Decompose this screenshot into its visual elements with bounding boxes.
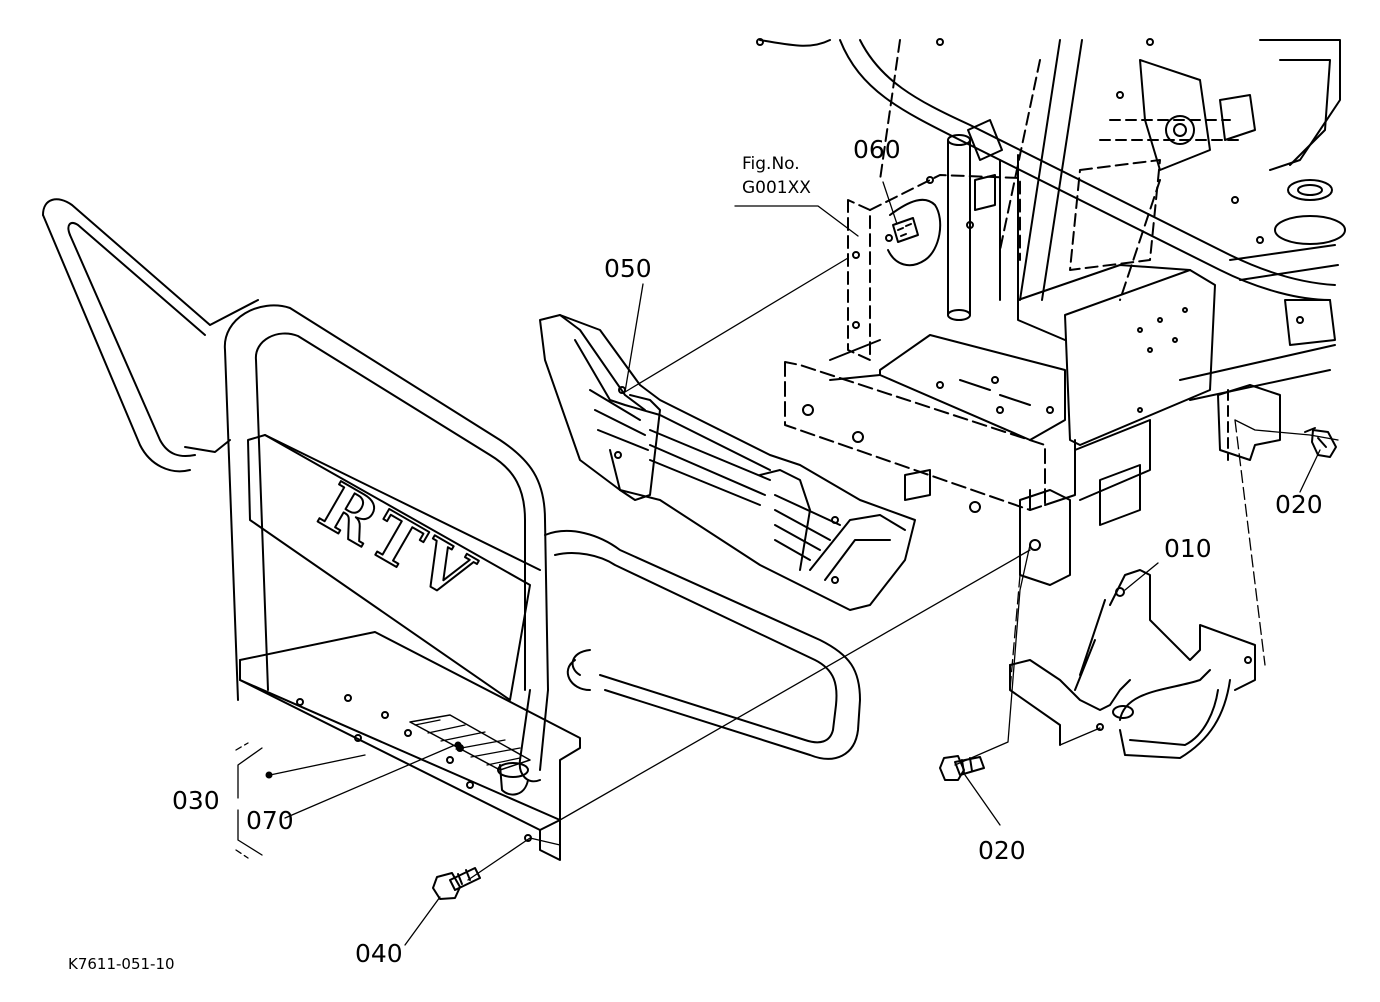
part-050-grille <box>539 314 916 611</box>
bolt-040 <box>432 867 481 900</box>
bolt-020-right <box>1304 427 1337 458</box>
callout-070: 070 <box>246 806 294 835</box>
part-010-bracket <box>1009 569 1256 759</box>
fig-ref-code: G001XX <box>742 178 811 198</box>
rtv-emblem: RTV <box>306 468 490 619</box>
bolt-060 <box>885 217 919 243</box>
chassis-frame <box>784 264 1336 586</box>
bolt-020-bottom <box>939 755 985 781</box>
callout-020-right: 020 <box>1275 490 1323 519</box>
fig-no-label: Fig.No. <box>742 154 800 174</box>
callout-030: 030 <box>172 786 220 815</box>
callout-020-bottom: 020 <box>978 836 1026 865</box>
leader-dots <box>265 741 462 779</box>
vehicle-frame <box>756 38 1346 346</box>
part-060-plate <box>847 174 1021 361</box>
diagram-code: K7611-051-10 <box>68 955 175 973</box>
callout-010: 010 <box>1164 534 1212 563</box>
callout-040: 040 <box>355 939 403 968</box>
part-030-guard <box>42 198 861 861</box>
assembly-lines <box>235 181 1339 946</box>
callout-050: 050 <box>604 254 652 283</box>
svg-text:RTV: RTV <box>307 469 489 618</box>
callout-060: 060 <box>853 135 901 164</box>
